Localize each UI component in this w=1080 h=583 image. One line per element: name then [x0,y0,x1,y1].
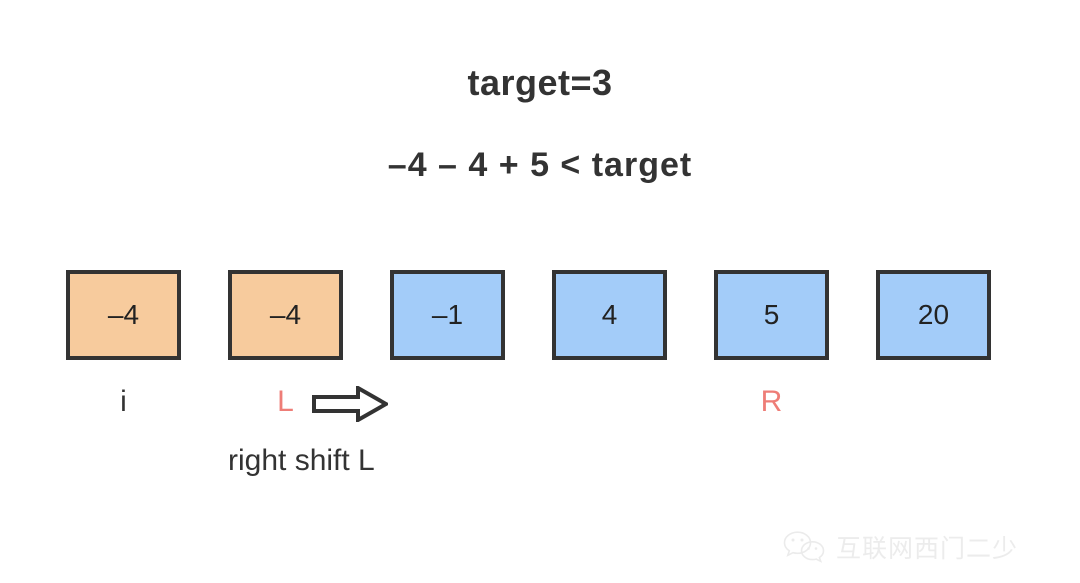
array-row: –4 –4 –1 4 5 20 [66,270,991,360]
shift-caption: right shift L [228,444,375,477]
pointer-label-i: i [120,385,127,418]
pointer-label-r: R [760,385,783,418]
target-title: target=3 [467,62,613,103]
inequality-expression: –4 – 4 + 5 < target [387,146,693,184]
array-cell: 5 [714,270,829,360]
array-cell: –1 [390,270,505,360]
array-cell: –4 [228,270,343,360]
watermark-text: 互联网西门二少 [835,534,1018,563]
pointer-label-l: L [277,385,294,418]
wechat-icon [782,530,826,564]
pointer-row: i L R [66,380,1066,428]
array-cell: 4 [552,270,667,360]
right-arrow-icon [312,386,388,422]
watermark: 互联网西门二少 [782,529,1018,565]
array-cell: 20 [876,270,991,360]
array-cell: –4 [66,270,181,360]
